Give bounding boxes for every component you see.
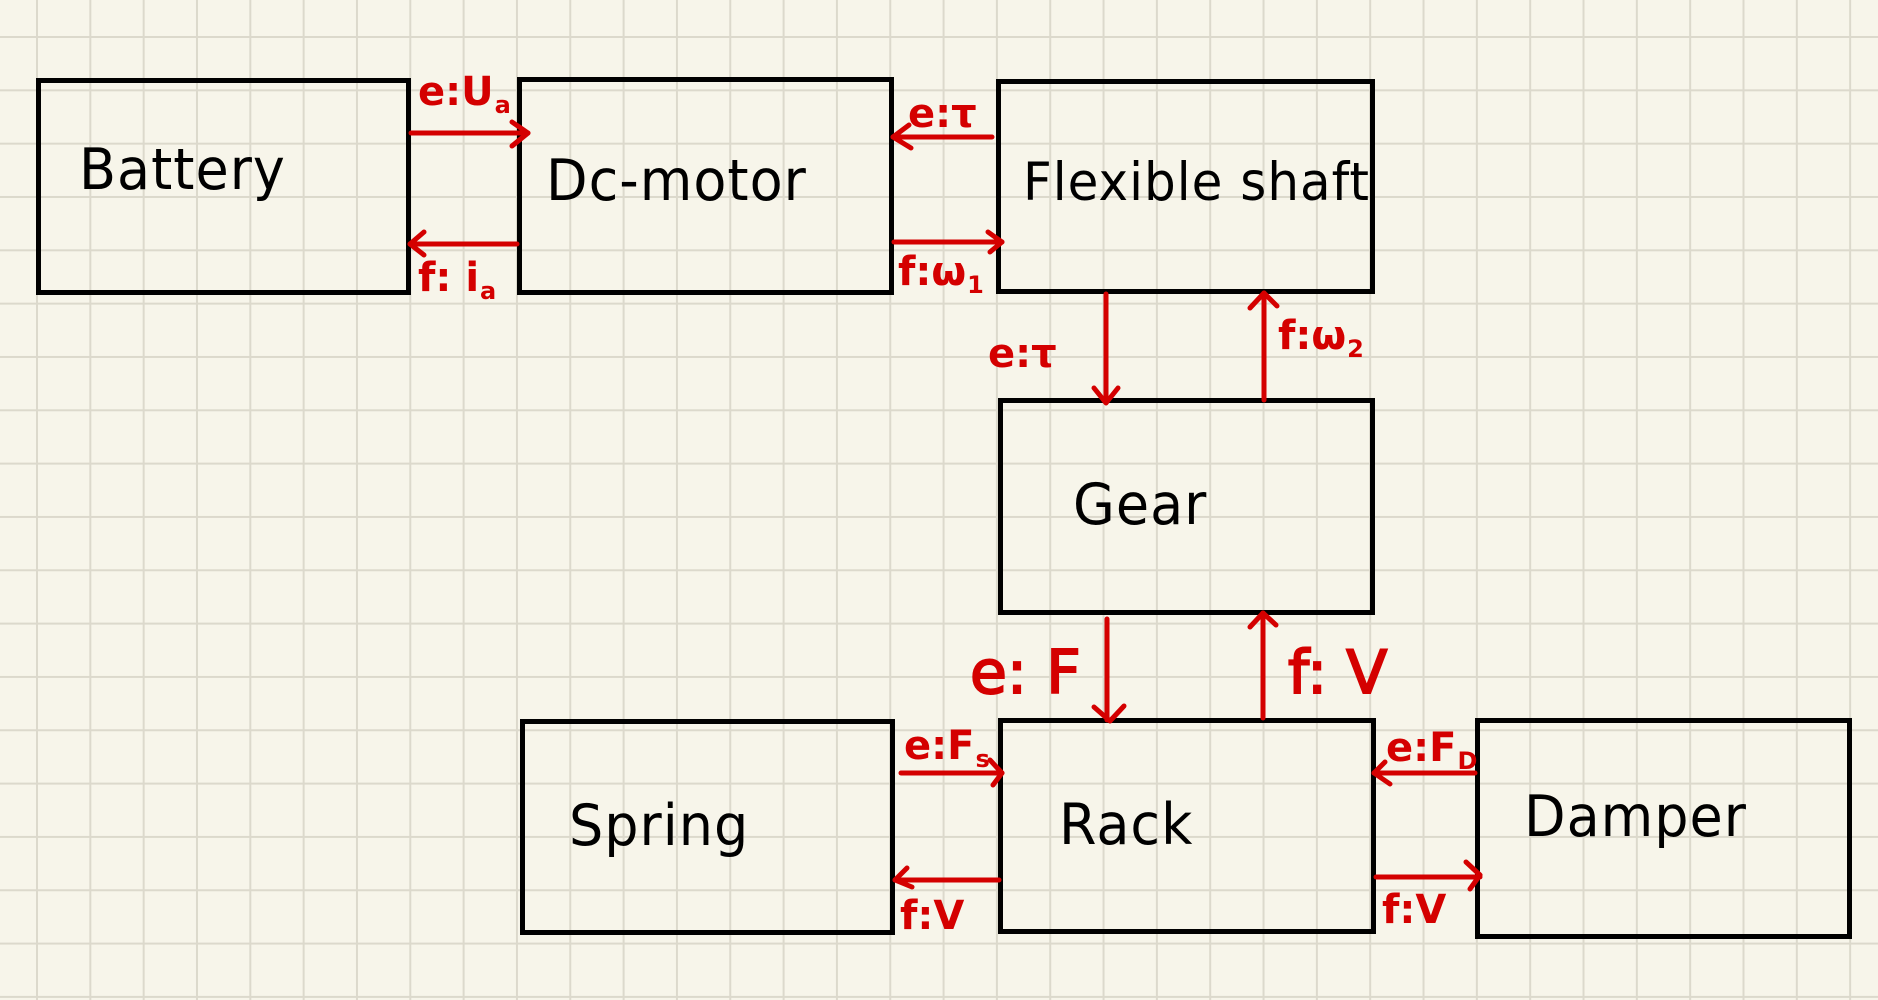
label-text: f: i — [418, 255, 480, 301]
label-gear-shaft-flow: f:ω2 — [1278, 316, 1364, 361]
gear-block: Gear — [998, 398, 1375, 615]
label-text: e: F — [969, 638, 1082, 708]
spring-block: Spring — [520, 719, 895, 935]
label-dc-bat-flow: f: ia — [418, 258, 496, 303]
label-rack-damper-flow: f:V — [1382, 890, 1446, 930]
label-rack-spring-flow: f:V — [900, 896, 964, 936]
label-subscript: a — [480, 277, 497, 306]
label-text: e:U — [418, 69, 494, 115]
label-text: e:τ — [988, 331, 1057, 377]
arrow-rack-spring-flow — [892, 865, 1002, 890]
label-text: e:τ — [908, 91, 977, 137]
rack-label: Rack — [1059, 791, 1194, 858]
arrow-damper-rack-effort — [1371, 759, 1478, 787]
label-rack-gear-flow: f: V — [1287, 642, 1388, 704]
label-subscript: 2 — [1347, 335, 1364, 364]
flexible-shaft-label: Flexible shaft — [1023, 151, 1371, 213]
label-subscript: D — [1457, 747, 1478, 776]
label-shaft-gear-effort: e:τ — [988, 334, 1057, 374]
flexible-shaft-block: Flexible shaft — [996, 79, 1375, 294]
arrow-rack-damper-flow — [1373, 859, 1483, 892]
label-text: f:V — [900, 893, 965, 939]
damper-label: Damper — [1524, 783, 1747, 850]
label-text: f:V — [1382, 887, 1447, 933]
dc-motor-block: Dc-motor — [517, 77, 894, 295]
label-text: e:F — [1386, 725, 1457, 771]
rack-block: Rack — [998, 718, 1376, 934]
arrow-gear-rack-effort — [1091, 616, 1127, 724]
arrow-shaft-gear-effort — [1091, 291, 1121, 406]
label-gear-rack-effort: e: F — [969, 642, 1082, 704]
arrow-gear-shaft-flow — [1247, 290, 1280, 403]
label-subscript: s — [975, 745, 990, 774]
arrow-spring-rack-effort — [898, 757, 1005, 788]
label-subscript: a — [494, 91, 511, 120]
label-spring-rack-effort: e:Fs — [904, 726, 990, 771]
arrow-dc-shaft-flow — [891, 229, 1005, 255]
spring-label: Spring — [569, 792, 750, 859]
label-bat-dc-effort: e:Ua — [418, 72, 511, 117]
label-text: f: V — [1287, 638, 1388, 708]
label-damper-rack-effort: e:FD — [1386, 728, 1477, 773]
gear-label: Gear — [1073, 471, 1208, 538]
dc-motor-label: Dc-motor — [546, 147, 807, 214]
battery-label: Battery — [79, 136, 286, 203]
arrow-rack-gear-flow — [1247, 610, 1279, 721]
arrow-dc-bat-flow — [407, 229, 520, 258]
label-text: f:ω — [1278, 313, 1347, 359]
battery-block: Battery — [36, 78, 411, 295]
label-text: e:F — [904, 723, 975, 769]
label-text: f:ω — [898, 249, 967, 295]
label-subscript: 1 — [967, 271, 984, 300]
label-dc-shaft-flow: f:ω1 — [898, 252, 984, 297]
label-shaft-dc-effort: e:τ — [908, 94, 977, 134]
arrow-bat-dc-effort — [408, 119, 531, 149]
damper-block: Damper — [1475, 718, 1852, 939]
arrow-shaft-dc-effort — [890, 122, 995, 151]
